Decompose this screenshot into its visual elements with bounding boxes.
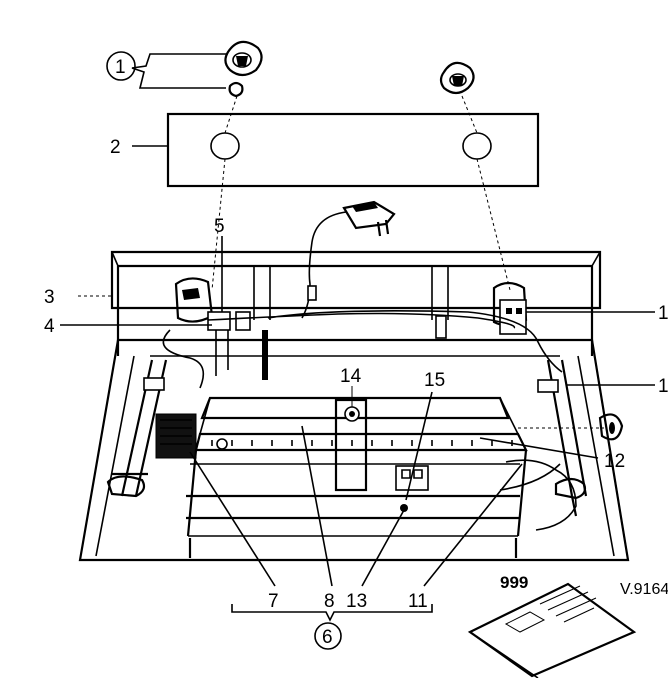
label-6: 6 bbox=[322, 627, 333, 648]
label-7: 7 bbox=[268, 591, 279, 612]
wiring-harness bbox=[207, 310, 563, 373]
label-4: 4 bbox=[44, 316, 55, 337]
label-14: 14 bbox=[340, 366, 362, 387]
label-1-bracket bbox=[131, 53, 228, 89]
label-1-circle bbox=[106, 51, 136, 81]
center-bracket bbox=[334, 398, 368, 492]
label-1: 1 bbox=[115, 57, 126, 78]
panel-hole-right bbox=[462, 132, 492, 160]
label-12: 12 bbox=[604, 451, 625, 472]
right-control-assembly bbox=[492, 281, 528, 335]
label-5: 5 bbox=[214, 216, 225, 237]
panel-hole-left bbox=[210, 132, 240, 160]
knob-right bbox=[439, 61, 475, 95]
left-control-assembly bbox=[174, 277, 268, 380]
instruction-manual bbox=[467, 582, 637, 678]
label-1-right-lower: 1 bbox=[658, 376, 668, 397]
label-6-circle bbox=[314, 622, 342, 650]
label-1-right: 1 bbox=[658, 303, 668, 324]
end-cap bbox=[598, 413, 624, 441]
label-13: 13 bbox=[346, 591, 367, 612]
manual-number: 999 bbox=[500, 573, 528, 592]
label-6-brace bbox=[231, 604, 433, 622]
label-15: 15 bbox=[424, 370, 445, 391]
heater-frame bbox=[200, 396, 510, 420]
label-8: 8 bbox=[324, 591, 335, 612]
figure-code: V.9164 bbox=[620, 581, 668, 598]
label-11: 11 bbox=[408, 591, 428, 612]
knob-left bbox=[224, 40, 263, 98]
back-housing bbox=[110, 250, 602, 310]
power-plug bbox=[342, 200, 396, 237]
front-panel bbox=[166, 112, 540, 188]
label-3: 3 bbox=[44, 287, 55, 308]
label-2: 2 bbox=[110, 137, 121, 158]
